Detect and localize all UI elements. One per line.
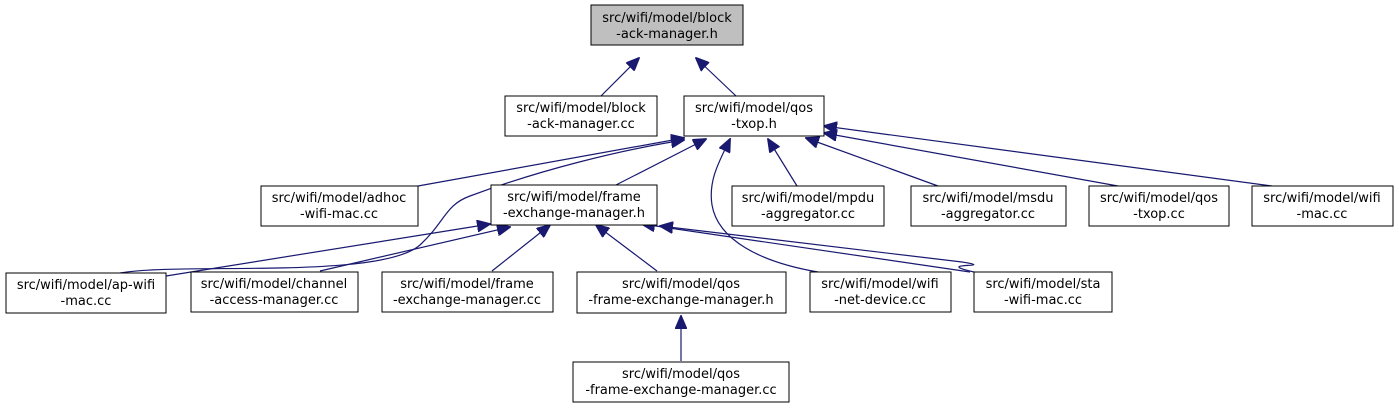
node-label-line2: -txop.cc [1133,207,1185,222]
node-label-line1: src/wifi/model/qos [622,277,740,292]
nodes-layer: src/wifi/model/block -ack-manager.h src/… [5,4,1394,403]
edge-wifi-mac-cc-to-qos-txop-h [824,126,1273,187]
node-label-line1: src/wifi/model/sta [986,277,1101,292]
edge-ap-wifi-mac-cc-to-frame-exchange-manager-h [165,224,490,277]
node-qos-frame-exchange-manager-cc[interactable]: src/wifi/model/qos -frame-exchange-manag… [572,361,790,403]
edge-wifi-net-device-cc-to-qos-txop-h [710,139,819,273]
node-label-line2: -exchange-manager.cc [393,293,541,308]
node-frame-exchange-manager-cc[interactable]: src/wifi/model/frame -exchange-manager.c… [381,271,554,313]
node-label-line2: -mac.cc [1297,207,1348,222]
edge-qos-frame-exchange-manager-h-to-frame-exchange-manager-h [596,225,658,272]
node-label-line1: src/wifi/model/mpdu [742,191,874,206]
node-channel-access-manager-cc[interactable]: src/wifi/model/channel -access-manager.c… [190,271,359,313]
edge-qos-txop-h-to-block-ack-manager-h [696,58,737,97]
edge-sta-wifi-mac-cc-to-frame-exchange-manager-h [660,226,975,273]
node-block-ack-manager-cc[interactable]: src/wifi/model/block -ack-manager.cc [504,95,658,137]
node-label-line1: src/wifi/model/frame [400,277,534,292]
node-label-line2: -aggregator.cc [941,207,1035,222]
node-label-line2: -wifi-mac.cc [1004,293,1082,308]
node-label-line1: src/wifi/model/qos [695,101,813,116]
edge-frame-exchange-manager-h-to-qos-txop-h [613,139,706,187]
node-label-line2: -exchange-manager.h [503,206,645,221]
node-label-line1: src/wifi/model/block [602,11,732,26]
node-block-ack-manager-h[interactable]: src/wifi/model/block -ack-manager.h [590,4,744,46]
node-ap-wifi-mac-cc[interactable]: src/wifi/model/ap-wifi -mac.cc [5,272,167,314]
node-label-line1: src/wifi/model/qos [622,367,740,382]
node-msdu-aggregator-cc[interactable]: src/wifi/model/msdu -aggregator.cc [910,185,1067,227]
node-adhoc-wifi-mac-cc[interactable]: src/wifi/model/adhoc -wifi-mac.cc [260,185,419,227]
edge-ap-wifi-mac-cc-to-qos-txop-h [119,140,684,274]
node-label-line2: -net-device.cc [834,293,926,308]
node-wifi-mac-cc[interactable]: src/wifi/model/wifi -mac.cc [1251,185,1394,227]
edge-adhoc-wifi-mac-cc-to-qos-txop-h [417,138,684,187]
edge-qos-txop-cc-to-qos-txop-h [824,133,1119,187]
node-qos-txop-cc[interactable]: src/wifi/model/qos -txop.cc [1088,185,1230,227]
node-sta-wifi-mac-cc[interactable]: src/wifi/model/sta -wifi-mac.cc [973,271,1113,313]
node-label-line2: -frame-exchange-manager.h [588,293,773,308]
node-label-line1: src/wifi/model/wifi [1263,191,1380,206]
node-label-line1: src/wifi/model/wifi [821,277,938,292]
node-wifi-net-device-cc[interactable]: src/wifi/model/wifi -net-device.cc [809,271,952,313]
node-label-line2: -frame-exchange-manager.cc [585,383,776,398]
edge-frame-exchange-manager-cc-to-frame-exchange-manager-h [491,225,550,272]
node-label-line2: -aggregator.cc [761,207,855,222]
node-label-line2: -access-manager.cc [210,293,339,308]
node-label-line1: src/wifi/model/qos [1100,191,1218,206]
node-label-line1: src/wifi/model/msdu [923,191,1054,206]
node-label-line1: src/wifi/model/adhoc [272,191,407,206]
edges-layer [119,58,1273,361]
node-label-line2: -txop.h [731,117,777,132]
edge-wifi-net-device-cc-to-frame-exchange-manager-h [642,224,971,273]
node-label-line2: -wifi-mac.cc [300,207,378,222]
node-label-line2: -ack-manager.cc [527,117,635,132]
edge-channel-access-manager-cc-to-frame-exchange-manager-h [319,227,510,272]
node-label-line1: src/wifi/model/block [516,101,646,116]
node-label-line2: -ack-manager.h [616,27,718,42]
node-label-line1: src/wifi/model/frame [507,190,641,205]
edge-msdu-aggregator-cc-to-qos-txop-h [806,138,939,187]
node-qos-frame-exchange-manager-h[interactable]: src/wifi/model/qos -frame-exchange-manag… [576,271,787,314]
node-label-line1: src/wifi/model/ap-wifi [17,278,155,293]
edge-block-ack-manager-cc-to-block-ack-manager-h [600,58,639,97]
node-label-line1: src/wifi/model/channel [201,277,347,292]
edge-mpdu-aggregator-cc-to-qos-txop-h [768,139,798,187]
node-qos-txop-h[interactable]: src/wifi/model/qos -txop.h [683,95,825,137]
node-label-line2: -mac.cc [61,294,112,309]
node-mpdu-aggregator-cc[interactable]: src/wifi/model/mpdu -aggregator.cc [731,185,885,227]
node-frame-exchange-manager-h[interactable]: src/wifi/model/frame -exchange-manager.h [490,184,658,226]
